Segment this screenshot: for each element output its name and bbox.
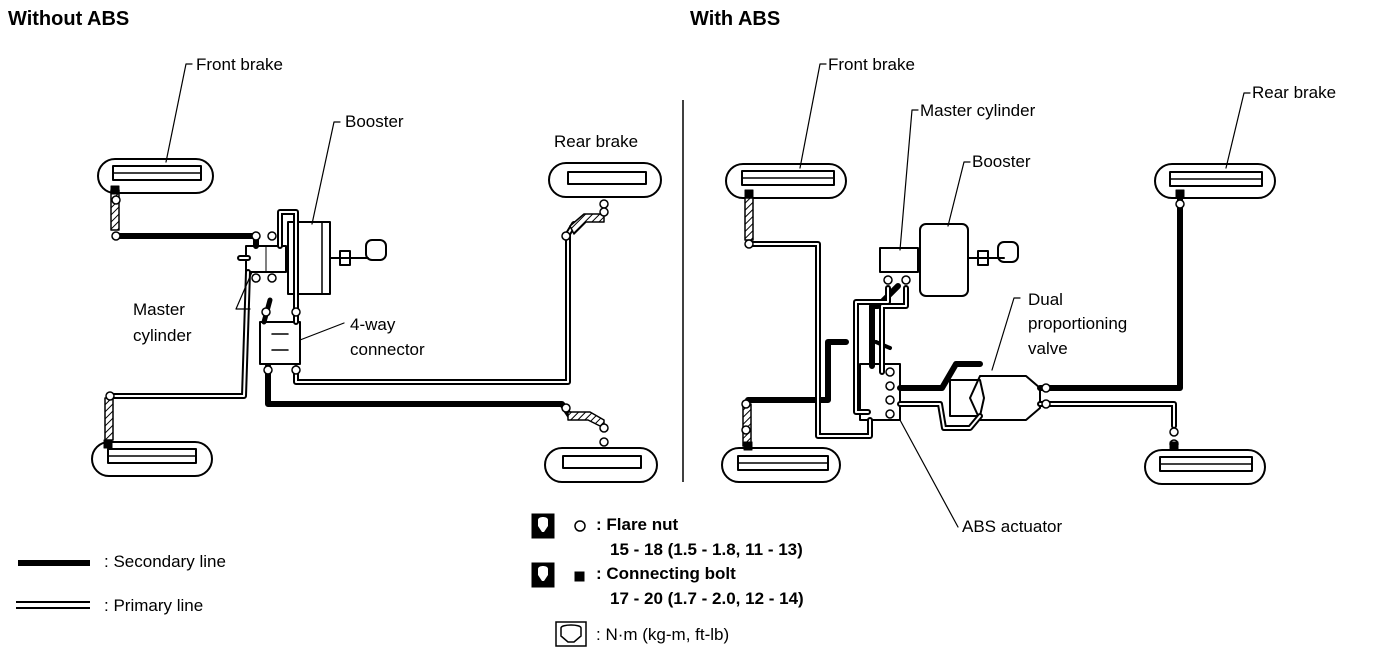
rear-brake-lower-abs [1144,449,1266,485]
without-abs-diagram [91,63,662,483]
abs-primary-lines-inner [749,243,1175,437]
leader-lines-without-abs [165,63,345,341]
front-brake-label-left: Front brake [196,55,283,74]
connector-label-2: connector [350,340,425,359]
front-brake-lower-abs [721,447,841,483]
wrench-icon [531,513,586,539]
abs-secondary-1 [745,339,849,403]
front-brake-left [97,158,214,194]
connecting-bolt-label: : Connecting bolt [596,564,736,583]
abs-actuator-label: ABS actuator [962,517,1063,536]
wrench-bolt-icon [531,562,585,588]
connecting-bolts [103,185,120,449]
master-cylinder-without-abs [245,245,287,273]
secondary-line-front-left [113,233,259,249]
secondary-line-rear-lower [265,363,573,419]
primary-lines-without-abs-inner [109,211,575,397]
hose-front-lower [104,397,114,441]
rear-brake-label-right: Rear brake [1252,83,1337,102]
master-cylinder-label-right: Master cylinder [920,101,1036,120]
hose-rear-lower [567,411,605,429]
four-way-connector [259,321,301,365]
valve-label-3: valve [1028,339,1068,358]
booster-label-right: Booster [972,152,1031,171]
dual-proportioning-valve [949,375,1041,421]
rear-brake-upper [548,162,662,198]
booster-without-abs [287,221,387,295]
abs-secondary-4 [1037,195,1183,391]
valve-label-2: proportioning [1028,314,1128,333]
wrench-units-icon [555,621,587,647]
rear-brake-upper-abs [1154,163,1276,199]
master-cylinder-label-2: cylinder [133,326,192,345]
valve-label-1: Dual [1028,290,1063,309]
booster-with-abs [919,223,1019,297]
connecting-bolt-value: 17 - 20 (1.7 - 2.0, 12 - 14) [610,589,804,608]
front-brake-upper-abs [725,163,847,199]
master-cylinder-with-abs [879,247,919,273]
abs-hose-front-lower [742,403,752,447]
rear-brake-label-left: Rear brake [554,132,639,151]
with-abs-diagram [721,63,1276,528]
connector-label-1: 4-way [350,315,396,334]
abs-secondary-3 [897,361,983,391]
booster-label-left: Booster [345,112,404,131]
legend-secondary-label: : Secondary line [104,552,226,571]
abs-connecting-bolts [743,189,1185,451]
front-brake-lower [91,441,213,477]
leader-lines-with-abs [799,63,1251,528]
flare-nut-label: : Flare nut [596,515,679,534]
torque-units-label: : N·m (kg-m, ft-lb) [596,625,730,644]
rear-brake-lower [544,447,658,483]
flare-nut-value: 15 - 18 (1.5 - 1.8, 11 - 13) [610,540,803,559]
hose-rear-upper [569,213,605,235]
with-abs-title: With ABS [690,8,781,30]
abs-primary-lines [747,241,1177,439]
flare-nut-fittings [105,195,609,447]
legend-primary-label: : Primary line [104,596,204,615]
master-cylinder-label-1: Master [133,300,185,319]
abs-hose-front-upper [744,197,754,241]
without-abs-title: Without ABS [8,8,130,30]
front-brake-label-right: Front brake [828,55,915,74]
